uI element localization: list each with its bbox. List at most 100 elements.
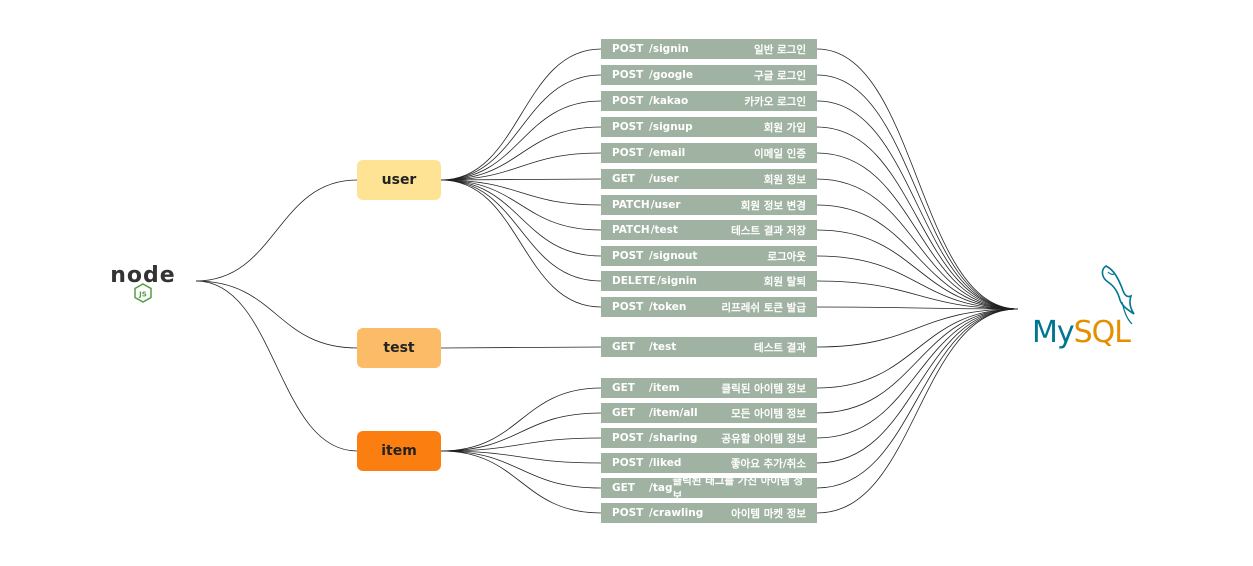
route-to-db-line <box>816 308 1019 439</box>
route-description: 좋아요 추가/취소 <box>730 457 806 470</box>
group-item: item <box>357 431 441 471</box>
route-method: POST <box>612 121 644 133</box>
group-to-route-line <box>440 74 602 181</box>
route-method: POST <box>612 301 644 313</box>
route-row: POST/signout 로그아웃 <box>601 246 817 266</box>
route-to-db-line <box>816 152 1019 310</box>
route-method: POST <box>612 43 644 55</box>
route-description: 회원 탈퇴 <box>763 275 806 288</box>
route-description: 클릭된 아이템 정보 <box>721 382 806 395</box>
route-to-db-line <box>816 48 1019 310</box>
group-to-route-line <box>440 178 602 181</box>
route-to-db-line <box>816 308 1019 489</box>
route-method: POST <box>612 432 644 444</box>
group-to-route-line <box>440 126 602 181</box>
group-to-route-line <box>440 179 602 231</box>
group-to-route-line <box>440 100 602 181</box>
route-description: 회원 정보 변경 <box>740 199 806 212</box>
group-to-route-line <box>440 450 602 514</box>
route-method: DELETE <box>612 275 657 287</box>
route-path: /email <box>649 147 686 159</box>
route-method: GET <box>612 341 635 353</box>
node-js-logo: node JS <box>110 263 175 303</box>
js-badge: JS <box>138 291 147 299</box>
route-path: /sharing <box>649 432 698 444</box>
group-to-route-line <box>440 48 602 181</box>
source-to-group-line <box>195 280 358 452</box>
route-description: 구글 로그인 <box>754 69 806 82</box>
route-path: /user <box>649 173 679 185</box>
route-method: GET <box>612 173 635 185</box>
mysql-wordmark-sql: SQL <box>1074 315 1132 350</box>
route-to-db-line <box>816 204 1019 310</box>
route-method: GET <box>612 482 635 494</box>
route-description: 공유할 아이템 정보 <box>721 432 806 445</box>
route-description: 모든 아이템 정보 <box>731 407 806 420</box>
route-path: /crawling <box>649 507 704 519</box>
source-to-group-line <box>195 179 358 282</box>
group-to-route-line <box>440 437 602 452</box>
js-hexagon-icon <box>134 283 152 303</box>
route-method: GET <box>612 382 635 394</box>
route-to-db-line <box>816 308 1019 414</box>
group-to-route-line <box>440 387 602 452</box>
group-test: test <box>357 328 441 368</box>
route-to-db-line <box>816 178 1019 310</box>
route-row: POST/crawling 아이템 마켓 정보 <box>601 503 817 523</box>
group-to-route-line <box>440 179 602 282</box>
route-row: GET/test 테스트 결과 <box>601 337 817 357</box>
route-path: /google <box>649 69 694 81</box>
group-to-route-line <box>440 450 602 489</box>
route-method: POST <box>612 250 644 262</box>
route-to-db-line <box>816 229 1019 310</box>
route-description: 아이템 마켓 정보 <box>731 507 806 520</box>
group-user: user <box>357 160 441 200</box>
route-method: GET <box>612 407 635 419</box>
route-path: /signout <box>649 250 698 262</box>
route-method: POST <box>612 69 644 81</box>
route-description: 테스트 결과 저장 <box>731 224 806 237</box>
group-to-route-line <box>440 179 602 206</box>
route-to-db-line <box>816 280 1019 310</box>
group-to-route-line <box>440 412 602 452</box>
mysql-wordmark-my: My <box>1032 315 1074 350</box>
route-row: DELETE/signin 회원 탈퇴 <box>601 271 817 291</box>
dolphin-icon <box>1101 265 1135 325</box>
route-to-db-line <box>816 306 1019 310</box>
route-to-db-line <box>816 100 1019 310</box>
mysql-logo: MySQL <box>1032 265 1135 350</box>
route-path: /test <box>649 341 677 353</box>
route-to-db-line <box>816 255 1019 310</box>
route-row: POST/sharing 공유할 아이템 정보 <box>601 428 817 448</box>
route-description: 로그아웃 <box>767 250 806 263</box>
route-path: /tag <box>649 482 673 494</box>
route-description: 회원 가입 <box>763 121 806 134</box>
route-method: POST <box>612 507 644 519</box>
route-to-db-line <box>816 126 1019 310</box>
route-path: /item/all <box>649 407 698 419</box>
route-description: 카카오 로그인 <box>744 95 806 108</box>
route-path: /item <box>649 382 680 394</box>
source-to-group-line <box>195 280 358 349</box>
route-description: 일반 로그인 <box>754 43 806 56</box>
group-to-route-line <box>440 179 602 257</box>
route-method: PATCH <box>612 199 650 211</box>
route-description: 리프레쉬 토큰 발급 <box>721 301 806 314</box>
route-path: /signin <box>657 275 697 287</box>
route-row: POST/google 구글 로그인 <box>601 65 817 85</box>
group-to-route-line <box>440 152 602 181</box>
group-to-route-line <box>440 179 602 308</box>
route-row: GET/item/all 모든 아이템 정보 <box>601 403 817 423</box>
route-description: 이메일 인증 <box>754 147 806 160</box>
route-row: GET/item 클릭된 아이템 정보 <box>601 378 817 398</box>
route-description: 테스트 결과 <box>754 341 806 354</box>
route-method: POST <box>612 457 644 469</box>
